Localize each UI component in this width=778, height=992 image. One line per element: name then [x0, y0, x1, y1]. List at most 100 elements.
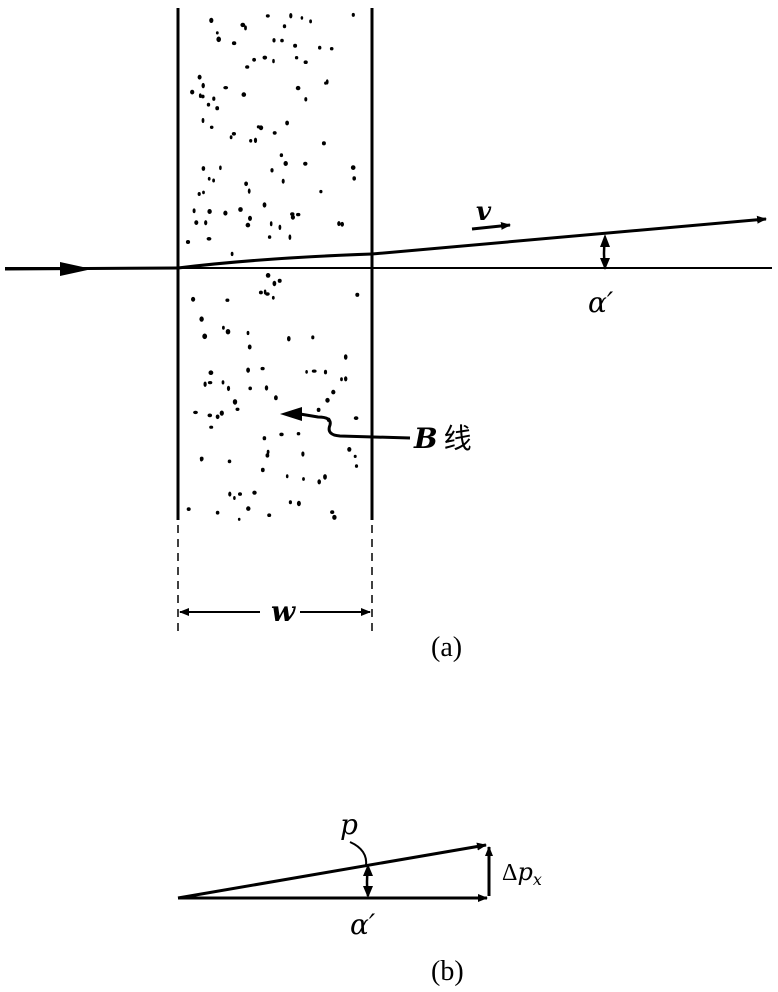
field-dot [305, 370, 308, 374]
field-dot [219, 410, 224, 416]
field-dot [185, 240, 191, 244]
delta-p-symbol: p [517, 858, 532, 886]
angle-b-arrow-down-icon [363, 886, 373, 898]
field-dot [309, 19, 312, 24]
field-dot [278, 224, 282, 230]
angle-b-arrow-up-icon [363, 864, 373, 876]
field-dot [343, 354, 348, 360]
field-dot [215, 106, 220, 111]
field-dot [282, 24, 287, 29]
field-dot [201, 82, 205, 89]
field-dot [279, 432, 284, 437]
field-dot [266, 449, 270, 455]
field-dot [237, 517, 241, 521]
curved-path-in-field [177, 252, 373, 270]
field-dot [267, 235, 272, 239]
field-dot [295, 85, 301, 91]
field-dot [232, 399, 238, 405]
angle-label-b: α′ [350, 908, 376, 941]
field-dot [271, 295, 275, 300]
field-dot [215, 414, 220, 420]
field-pointer-arrow-icon [280, 407, 302, 421]
field-dot [353, 454, 357, 458]
delta-symbol: Δ [502, 860, 517, 886]
field-dot [267, 513, 272, 517]
field-dot [294, 56, 299, 60]
field-dot [323, 474, 327, 480]
angle-arrow-down-icon [600, 258, 610, 270]
field-dot [253, 137, 258, 143]
caption-b: (b) [431, 956, 464, 987]
field-dot [248, 215, 252, 221]
field-dot [321, 141, 326, 146]
field-dot [351, 12, 355, 17]
field-dot [260, 366, 265, 371]
field-dot [229, 135, 233, 140]
field-dot [288, 500, 292, 505]
field-dot [252, 57, 256, 62]
field-dot [304, 97, 308, 102]
field-dot [296, 500, 301, 507]
field-dot [269, 221, 273, 227]
field-dot [264, 385, 269, 391]
field-dot [209, 125, 214, 129]
field-dot [323, 369, 328, 375]
field-dot [300, 16, 304, 20]
delta-momentum-label: Δpx [502, 858, 542, 889]
field-dot [281, 178, 285, 184]
field-dot [247, 188, 251, 194]
field-dot [311, 335, 315, 340]
field-dot [201, 94, 205, 99]
field-dot [303, 161, 308, 166]
field-dot [212, 178, 216, 183]
field-line-pointer [299, 412, 411, 440]
velocity-label: v [476, 197, 492, 227]
angle-arrow-up-icon [600, 234, 610, 247]
field-dot [274, 395, 278, 401]
field-dot [272, 131, 277, 135]
field-dot [206, 237, 212, 241]
momentum-label: p [340, 808, 358, 841]
field-dot [198, 93, 202, 98]
field-dot [238, 492, 242, 496]
field-dot [223, 86, 229, 90]
field-dot [238, 207, 243, 212]
field-dot [311, 369, 317, 373]
momentum-vector [177, 842, 487, 900]
field-dot [347, 447, 352, 452]
field-dot [330, 510, 335, 514]
field-dot [247, 344, 252, 350]
field-dot [216, 36, 221, 43]
field-dot [201, 166, 206, 171]
outgoing-path [371, 215, 767, 256]
field-dot [190, 89, 195, 95]
field-dot [296, 432, 301, 436]
field-dot [223, 210, 228, 216]
field-dot [270, 168, 274, 173]
field-dot [219, 165, 222, 171]
field-dot [262, 436, 267, 441]
caption-a: (a) [431, 632, 462, 663]
field-dot [303, 60, 308, 64]
incoming-arrow-icon [60, 262, 92, 276]
field-dot [272, 280, 277, 287]
field-dot [287, 336, 291, 342]
field-dot [248, 386, 252, 391]
field-dot [245, 222, 251, 228]
field-dot [280, 38, 284, 43]
field-dot [325, 397, 330, 403]
field-dot [240, 22, 246, 28]
field-dot [233, 496, 236, 500]
field-dot [272, 38, 276, 43]
field-dot [354, 464, 359, 468]
field-dot [197, 192, 201, 196]
field-dot [199, 316, 204, 322]
field-dot [331, 389, 336, 395]
field-dot [206, 102, 211, 107]
field-dot [192, 208, 196, 214]
field-dot [265, 273, 271, 278]
field-dot [186, 507, 191, 511]
field-dot [241, 92, 247, 97]
